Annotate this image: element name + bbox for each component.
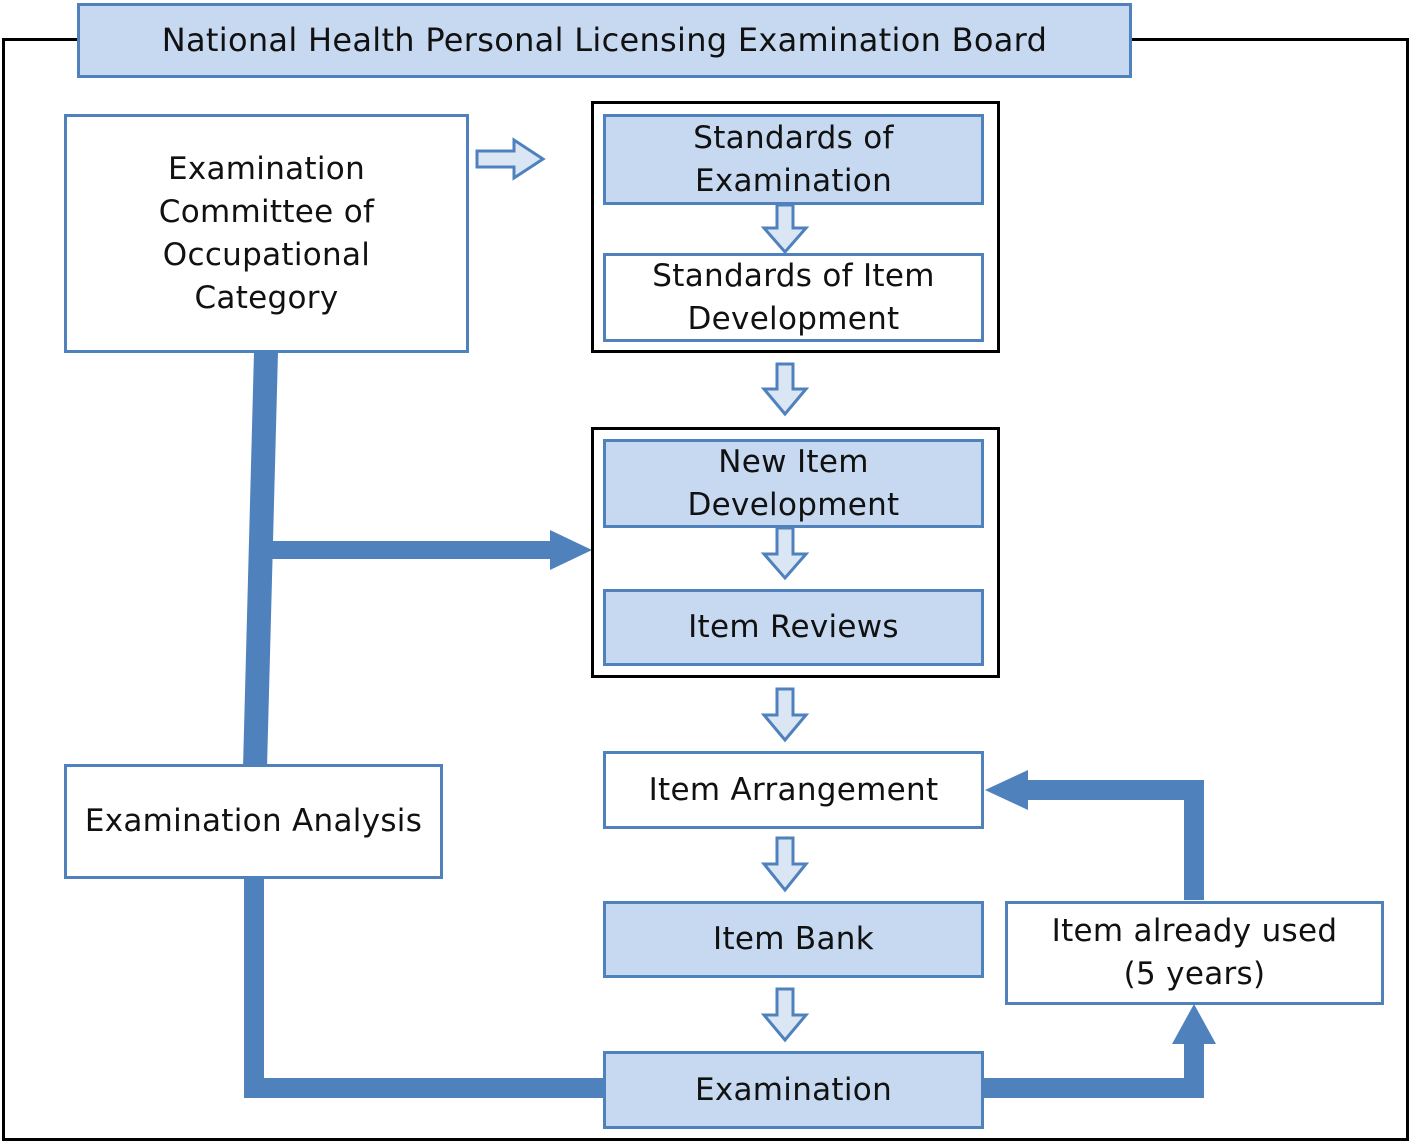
committee-to-analysis-line [243,351,278,769]
item-arrangement-box: Item Arrangement [603,751,984,829]
committee-to-standards-arrow [475,137,546,181]
examination-box: Examination [603,1051,984,1129]
examination-to-already-used-line [980,1040,1204,1098]
item-reviews-box: Item Reviews [603,589,984,666]
item-bank-box: Item Bank [603,901,984,978]
committee-line-4: Category [194,279,339,316]
committee-line-2: Committee of [158,193,375,230]
arrangement-arrowhead [985,770,1028,810]
new-item-line-2: Development [687,486,900,523]
item-bank-label: Item Bank [713,921,874,957]
standards-group [591,101,1000,353]
new-item-development-box: New Item Development [603,439,984,528]
already-used-line-2: (5 years) [1123,956,1266,992]
down-arrow-to-item-bank [760,836,810,893]
down-arrow-to-examination [760,987,810,1043]
item-reviews-label: Item Reviews [688,609,899,645]
down-arrow-standards [760,203,810,255]
examination-analysis-box: Examination Analysis [64,764,443,879]
examination-analysis-label: Examination Analysis [84,803,423,839]
committee-line-1: Examination [167,150,366,187]
examination-label: Examination [694,1071,893,1108]
item-development-group [591,427,1000,678]
down-arrow-to-arrangement [760,687,810,743]
standards-of-item-development-box: Standards of Item Development [603,253,984,342]
standards-item-line-1: Standards of Item [652,257,935,294]
item-arrangement-label: Item Arrangement [648,771,939,808]
already-used-arrowhead [1172,1004,1216,1044]
new-item-line-1: New Item [718,443,869,480]
standards-item-line-2: Development [687,300,900,337]
examination-committee-box: Examination Committee of Occupational Ca… [64,114,469,353]
already-used-line-1: Item already used [1051,913,1338,949]
already-used-to-arrangement-line [1025,780,1204,900]
board-title-text: National Health Personal Licensing Exami… [161,21,1048,59]
standards-exam-line-1: Standards of [693,119,894,156]
committee-line-3: Occupational [162,236,371,273]
item-already-used-box: Item already used (5 years) [1005,901,1384,1005]
standards-exam-line-2: Examination [694,162,893,199]
down-arrow-new-item-to-reviews [760,526,810,581]
item-development-arrowhead [550,530,592,570]
analysis-to-examination-line [244,878,606,1098]
standards-of-examination-box: Standards of Examination [603,114,984,205]
down-arrow-to-new-item [760,362,810,417]
board-title: National Health Personal Licensing Exami… [77,3,1132,78]
